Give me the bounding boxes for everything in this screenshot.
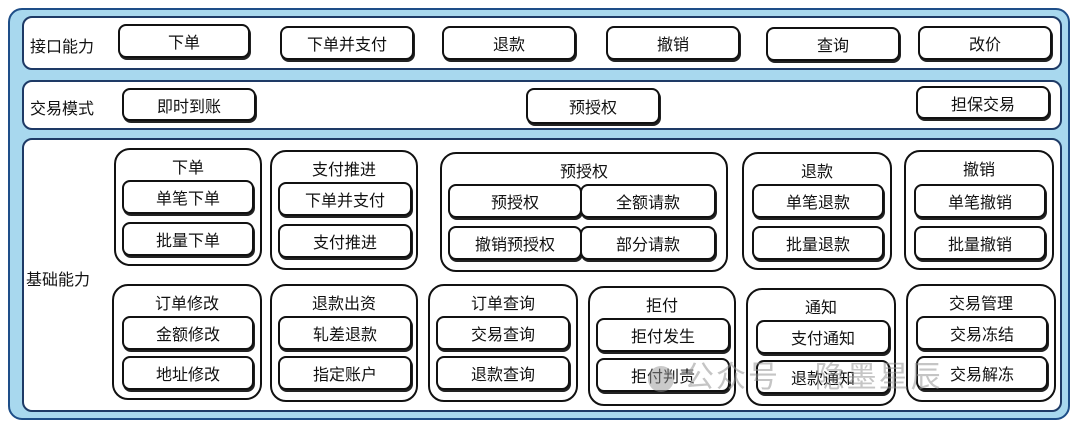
watermark: 公众号 · 隐墨星辰 (648, 352, 943, 396)
group-notify: 通知 支付通知 退款通知 (746, 288, 896, 406)
refund-query-item[interactable]: 退款查询 (436, 356, 570, 390)
trade-preauth-button[interactable]: 预授权 (526, 88, 660, 124)
group-preauth: 预授权 预授权 全额请款 撤销预授权 部分请款 (440, 152, 728, 272)
group-preauth-title: 预授权 (559, 162, 608, 181)
group-notify-title: 通知 (804, 298, 837, 317)
preauth-item[interactable]: 预授权 (448, 184, 582, 218)
netting-refund-item[interactable]: 轧差退款 (278, 316, 412, 350)
group-chargeback: 拒付 拒付发生 拒付判责 (588, 286, 736, 406)
address-modify-item[interactable]: 地址修改 (122, 356, 254, 390)
group-chargeback-title: 拒付 (645, 296, 678, 315)
group-refund-title: 退款 (800, 162, 833, 181)
batch-cancel-item[interactable]: 批量撤销 (914, 226, 1046, 260)
batch-order-item[interactable]: 批量下单 (122, 222, 254, 256)
group-order-title: 下单 (171, 158, 204, 177)
base-label: 基础能力 (26, 270, 91, 289)
watermark-text: 公众号 · 隐墨星辰 (684, 360, 943, 395)
interface-order-button[interactable]: 下单 (118, 24, 250, 58)
group-cancel-title: 撤销 (962, 160, 995, 179)
group-cancel: 撤销 单笔撤销 批量撤销 (904, 150, 1054, 270)
group-trade-manage-title: 交易管理 (948, 294, 1013, 313)
group-order-modify-title: 订单修改 (154, 294, 219, 313)
full-capture-item[interactable]: 全额请款 (580, 184, 716, 218)
payment-notify-item[interactable]: 支付通知 (756, 320, 890, 354)
trade-escrow-button[interactable]: 担保交易 (916, 86, 1050, 119)
interface-refund-button[interactable]: 退款 (442, 26, 576, 60)
interface-label: 接口能力 (30, 37, 95, 56)
batch-refund-item[interactable]: 批量退款 (752, 226, 884, 260)
interface-cancel-button[interactable]: 撤销 (606, 26, 740, 60)
chargeback-occur-item[interactable]: 拒付发生 (596, 318, 730, 352)
single-order-item[interactable]: 单笔下单 (122, 180, 254, 214)
trade-unfreeze-item[interactable]: 交易解冻 (916, 356, 1048, 390)
partial-capture-item[interactable]: 部分请款 (580, 226, 716, 260)
group-order: 下单 单笔下单 批量下单 (114, 148, 262, 266)
wechat-icon (648, 365, 674, 392)
single-cancel-item[interactable]: 单笔撤销 (914, 184, 1046, 218)
group-trade-manage: 交易管理 交易冻结 交易解冻 (906, 284, 1056, 402)
group-refund-funding-title: 退款出资 (311, 294, 376, 313)
designated-account-item[interactable]: 指定账户 (278, 356, 412, 390)
interface-price-change-button[interactable]: 改价 (918, 26, 1052, 60)
interface-order-and-pay-button[interactable]: 下单并支付 (280, 26, 414, 60)
order-and-pay-item[interactable]: 下单并支付 (278, 182, 412, 216)
single-refund-item[interactable]: 单笔退款 (752, 184, 884, 218)
amount-modify-item[interactable]: 金额修改 (122, 316, 254, 350)
trade-instant-button[interactable]: 即时到账 (122, 88, 256, 121)
group-payment-push: 支付推进 下单并支付 支付推进 (270, 150, 418, 270)
group-order-query: 订单查询 交易查询 退款查询 (428, 284, 578, 402)
payment-push-item[interactable]: 支付推进 (278, 224, 412, 258)
interface-query-button[interactable]: 查询 (766, 27, 900, 61)
trade-freeze-item[interactable]: 交易冻结 (916, 316, 1048, 350)
group-refund: 退款 单笔退款 批量退款 (742, 152, 892, 270)
group-order-modify: 订单修改 金额修改 地址修改 (112, 284, 262, 400)
group-refund-funding: 退款出资 轧差退款 指定账户 (270, 284, 418, 402)
trade-query-item[interactable]: 交易查询 (436, 316, 570, 350)
group-order-query-title: 订单查询 (470, 294, 535, 313)
refund-notify-item[interactable]: 退款通知 (756, 360, 890, 394)
cancel-preauth-item[interactable]: 撤销预授权 (448, 226, 582, 260)
trade-mode-label: 交易模式 (30, 99, 95, 118)
group-payment-push-title: 支付推进 (311, 160, 376, 179)
